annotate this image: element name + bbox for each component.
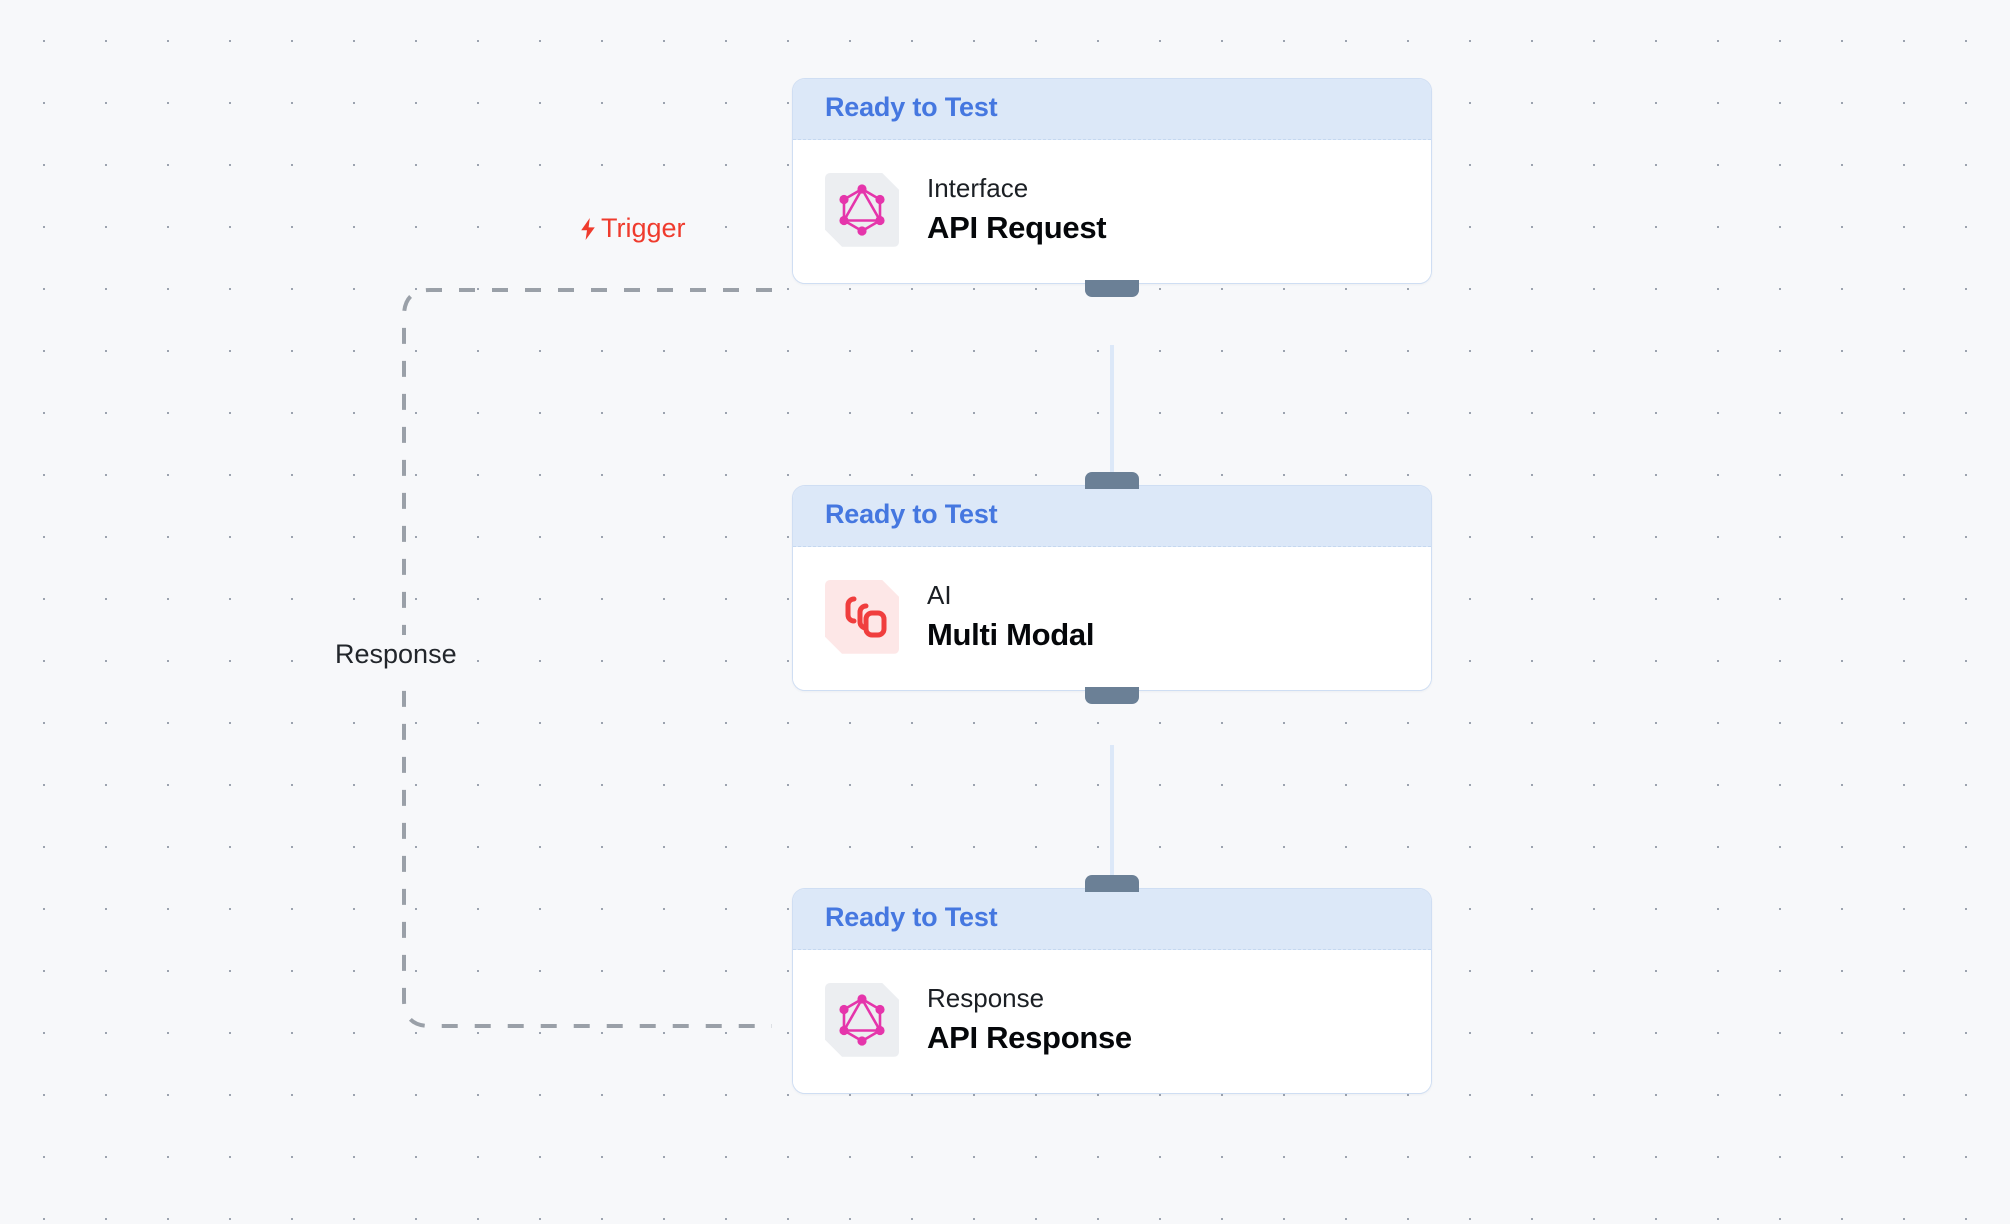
node-body-api-response: Response API Response <box>793 949 1431 1093</box>
node-text-multi-modal: AI Multi Modal <box>927 579 1095 653</box>
edge-label-trigger: Trigger <box>575 212 693 247</box>
status-badge: Ready to Test <box>825 902 998 932</box>
multi-modal-icon <box>825 580 899 654</box>
lightning-bolt-icon <box>577 216 599 242</box>
node-text-api-request: Interface API Request <box>927 172 1107 246</box>
node-handle-top[interactable] <box>1085 472 1139 489</box>
node-kind: Interface <box>927 172 1029 203</box>
status-badge: Ready to Test <box>825 499 998 529</box>
connector-line-request-to-multimodal <box>1110 345 1114 485</box>
node-title: API Response <box>927 1019 1132 1055</box>
edge-label-trigger-text: Trigger <box>601 213 686 243</box>
node-title: Multi Modal <box>927 616 1095 652</box>
graphql-icon <box>825 983 899 1057</box>
node-header-api-request: Ready to Test <box>793 79 1431 140</box>
node-header-api-response: Ready to Test <box>793 889 1431 950</box>
node-body-api-request: Interface API Request <box>793 139 1431 283</box>
connector-line-multimodal-to-response <box>1110 745 1114 885</box>
node-kind: Response <box>927 982 1045 1013</box>
node-api-response[interactable]: Ready to Test <box>792 875 1432 1094</box>
node-body-multi-modal: AI Multi Modal <box>793 546 1431 690</box>
edge-label-response-text: Response <box>335 639 457 669</box>
node-api-request[interactable]: Ready to Test <box>792 78 1432 297</box>
node-handle-top[interactable] <box>1085 875 1139 892</box>
status-badge: Ready to Test <box>825 92 998 122</box>
edge-label-response: Response <box>325 635 467 676</box>
node-title: API Request <box>927 209 1107 245</box>
node-text-api-response: Response API Response <box>927 982 1132 1056</box>
graphql-icon <box>825 173 899 247</box>
node-handle-bottom[interactable] <box>1085 279 1139 297</box>
node-handle-bottom[interactable] <box>1085 686 1139 704</box>
node-header-multi-modal: Ready to Test <box>793 486 1431 547</box>
node-multi-modal[interactable]: Ready to Test AI Multi Modal <box>792 472 1432 704</box>
node-kind: AI <box>927 579 952 610</box>
